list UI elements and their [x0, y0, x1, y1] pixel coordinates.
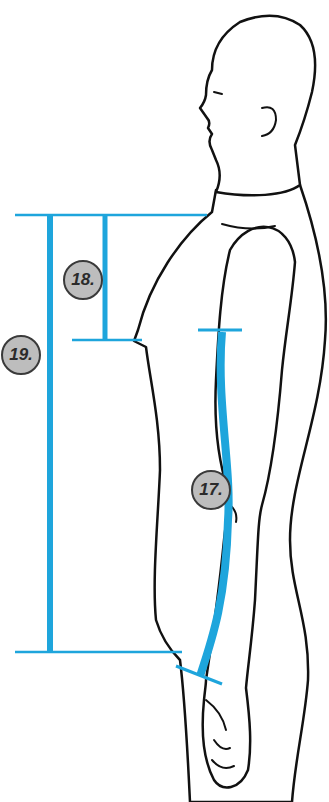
head-outline — [200, 16, 315, 196]
callout-circle — [192, 471, 230, 509]
callout-circle — [64, 261, 102, 299]
measure-bar — [103, 215, 108, 340]
thumb-line — [206, 700, 226, 730]
callout-number: 17. — [191, 470, 231, 510]
finger-line — [214, 740, 230, 749]
measure-line — [176, 666, 222, 684]
collarbone-line — [222, 224, 275, 229]
ear-line — [262, 107, 276, 136]
callout-number: 19. — [1, 335, 41, 375]
torso-outline — [134, 185, 326, 802]
measure-line — [15, 651, 182, 654]
callout-number: 18. — [63, 260, 103, 300]
measure-line — [198, 329, 242, 332]
measure-line — [15, 214, 207, 217]
callout-circle — [2, 336, 40, 374]
eye-line — [214, 92, 222, 94]
measure-line — [72, 339, 142, 342]
finger-line — [212, 760, 234, 768]
measure-bar — [47, 215, 53, 652]
